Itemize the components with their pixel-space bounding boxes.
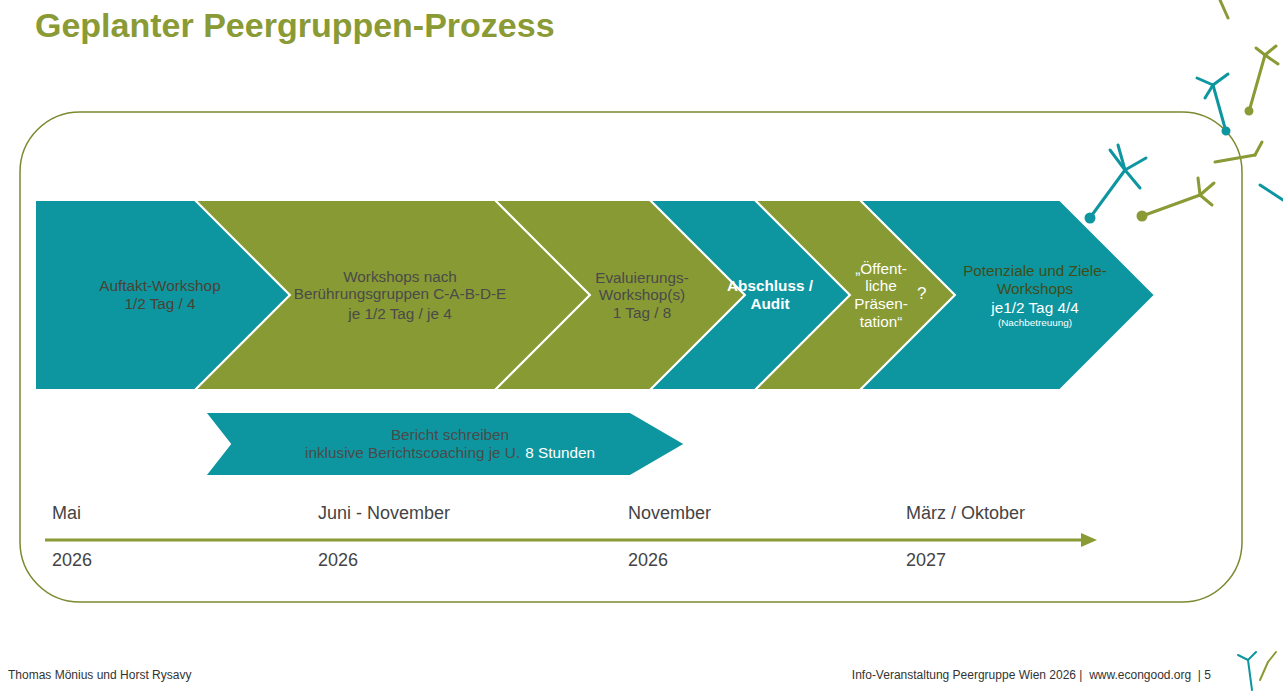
bar-heading: Bericht schreiben	[391, 426, 509, 444]
timeline-label: November	[628, 503, 711, 524]
step-detail: ?	[917, 284, 926, 304]
footer-text: Info-Veranstaltung Peergruppe Wien 2026 …	[852, 668, 1211, 682]
timeline-label: 2027	[906, 550, 946, 571]
text-area: Bericht schreibeninklusive Berichtscoach…	[250, 412, 650, 476]
text-area: „Öffent- liche Präsen- tation“	[843, 200, 919, 390]
bar-text: 8 Stunden	[525, 444, 595, 461]
step-name: Auftakt-Workshop	[99, 277, 220, 295]
text-area: Workshops nach Berührungsgruppen C-A-B-D…	[285, 200, 515, 390]
chevron-polygon	[205, 412, 685, 476]
process-chevron: Evaluierungs-Workshop(s)1 Tag / 8	[495, 200, 745, 390]
step-detail: 1/2 Tag / 4	[124, 295, 195, 313]
timeline-label: Juni - November	[318, 503, 450, 524]
timeline-arrowhead	[1081, 533, 1097, 547]
text-area: Abschluss / Audit	[726, 200, 814, 390]
step-detail: je 1/2 Tag / je 4	[348, 305, 451, 323]
slide-title: Geplanter Peergruppen-Prozess	[35, 6, 555, 45]
report-bar: Bericht schreibeninklusive Berichtscoach…	[205, 412, 685, 476]
bar-line: inklusive Berichtscoaching je U. 8 Stunde…	[305, 444, 595, 462]
timeline-label: 2026	[318, 550, 358, 571]
step-name: Evaluierungs-Workshop(s)	[567, 269, 717, 304]
timeline-label: Mai	[52, 503, 81, 524]
seed-decoration	[1086, 0, 1283, 690]
bar-text: inklusive Berichtscoaching je U.	[305, 444, 520, 461]
step-detail: je1/2 Tag 4/4	[991, 299, 1078, 317]
step-detail: 1 Tag / 8	[613, 304, 671, 322]
step-detail: (Nachbetreuung)	[998, 317, 1072, 328]
timeline-axis	[45, 539, 1083, 542]
timeline-label: 2026	[52, 550, 92, 571]
text-area: Auftakt-Workshop1/2 Tag / 4	[45, 200, 275, 390]
process-chevron: Auftakt-Workshop1/2 Tag / 4	[35, 200, 290, 390]
chevron-polygon	[860, 200, 1155, 390]
step-name: Workshops nach Berührungsgruppen C-A-B-D…	[285, 268, 515, 303]
footer-text: Thomas Mönius und Horst Rysavy	[8, 668, 191, 682]
text-area: Potenziale und Ziele-Workshops je1/2 Tag …	[958, 200, 1112, 390]
step-name: Potenziale und Ziele-Workshops	[958, 262, 1112, 297]
frame-outline	[20, 112, 1242, 602]
text-area: Evaluierungs-Workshop(s)1 Tag / 8	[567, 200, 717, 390]
timeline-label: 2026	[628, 550, 668, 571]
step-name: Abschluss / Audit	[726, 277, 814, 312]
step-name: „Öffent- liche Präsen- tation“	[843, 260, 919, 330]
timeline-label: März / Oktober	[906, 503, 1025, 524]
